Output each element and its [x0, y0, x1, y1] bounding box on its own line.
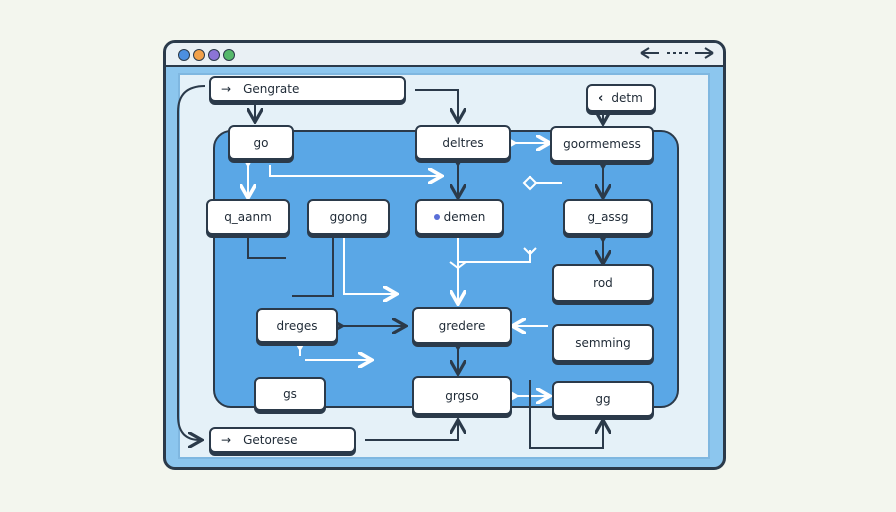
node-label: deltres — [442, 135, 484, 150]
node-label: gredere — [438, 318, 486, 333]
node-q-aanm[interactable]: q_aanm — [206, 199, 290, 235]
arrow-right-icon: → — [221, 433, 232, 447]
node-grgso[interactable]: grgso — [412, 376, 512, 415]
node-label: goormemess — [563, 137, 641, 151]
node-gredere[interactable]: gredere — [412, 307, 512, 344]
orange-dot-icon[interactable] — [193, 49, 205, 61]
node-label: gg — [595, 392, 611, 406]
node-detm[interactable]: ‹ detm — [586, 84, 656, 112]
chevron-left-icon: ‹ — [598, 90, 604, 106]
node-gs[interactable]: gs — [254, 377, 326, 411]
node-label: semming — [575, 336, 631, 350]
node-label: rod — [593, 276, 613, 290]
node-label: grgso — [445, 388, 479, 403]
node-label: go — [253, 135, 269, 150]
node-label: demen — [443, 210, 486, 224]
title-bar — [166, 43, 723, 67]
purple-dot-icon[interactable] — [208, 49, 220, 61]
double-arrow-icon[interactable] — [639, 46, 715, 60]
node-demen[interactable]: demen — [415, 199, 504, 235]
node-rod[interactable]: rod — [552, 264, 654, 302]
node-g-assg[interactable]: g_assg — [563, 199, 653, 235]
node-label: Getorese — [243, 433, 298, 447]
node-semming[interactable]: semming — [552, 324, 654, 362]
node-label: detm — [611, 91, 643, 105]
node-gengrate[interactable]: → Gengrate — [209, 76, 406, 102]
node-label: g_assg — [587, 210, 629, 224]
green-dot-icon[interactable] — [223, 49, 235, 61]
blue-dot-icon[interactable] — [178, 49, 190, 61]
node-label: gs — [283, 387, 297, 401]
node-label: Gengrate — [243, 82, 300, 96]
node-deltres[interactable]: deltres — [415, 125, 511, 160]
node-gg[interactable]: gg — [552, 381, 654, 417]
node-getorese[interactable]: → Getorese — [209, 427, 356, 453]
node-label: q_aanm — [224, 210, 272, 224]
arrow-right-icon: → — [221, 82, 232, 96]
node-go[interactable]: go — [228, 125, 294, 160]
node-dreges[interactable]: dreges — [256, 308, 338, 343]
node-goormemess[interactable]: goormemess — [550, 126, 654, 162]
node-label: dreges — [276, 318, 318, 333]
bullet-dot-icon — [433, 214, 440, 220]
node-label: ggong — [329, 210, 368, 224]
node-ggong[interactable]: ggong — [307, 199, 390, 235]
